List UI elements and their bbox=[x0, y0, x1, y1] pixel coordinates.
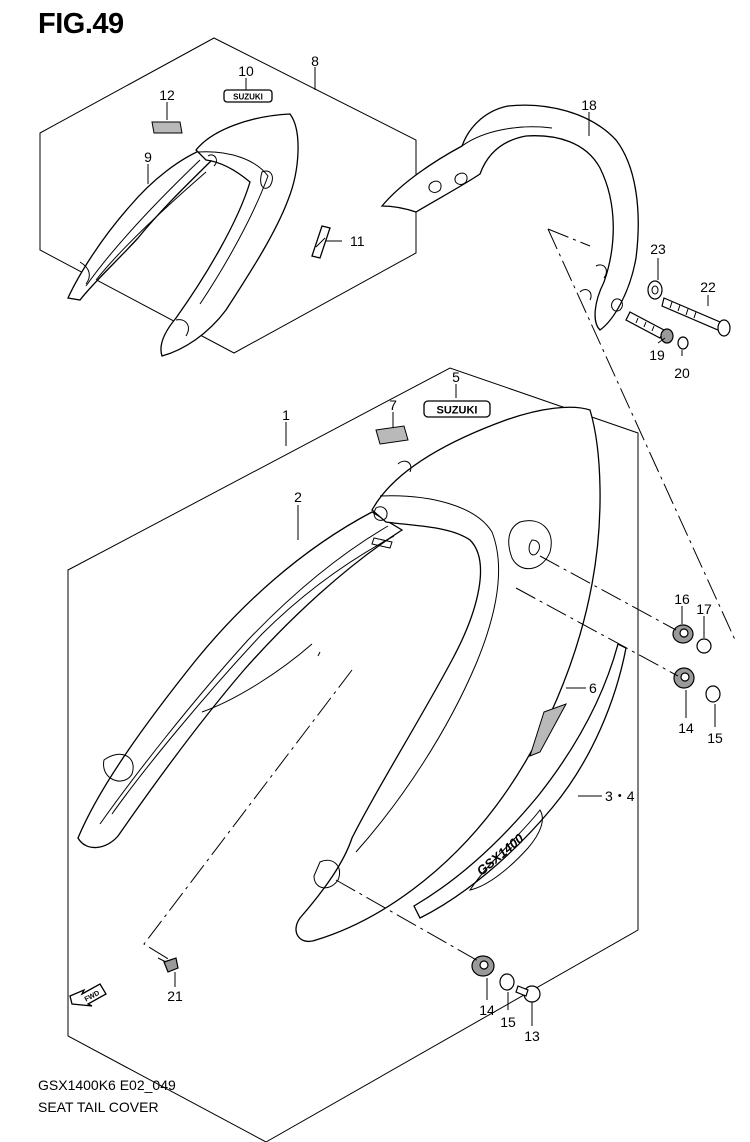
callout-1: 1 bbox=[282, 407, 290, 423]
callout-17: 17 bbox=[696, 601, 712, 617]
part-11-clip[interactable] bbox=[311, 225, 331, 259]
part-17-collar[interactable] bbox=[696, 638, 712, 654]
part-21-nut[interactable] bbox=[677, 336, 689, 350]
part-9-frame-upper[interactable] bbox=[67, 147, 217, 301]
part-2-frame-lower[interactable] bbox=[77, 511, 404, 849]
callout-16: 16 bbox=[674, 591, 690, 607]
callout-18: 21 bbox=[167, 988, 183, 1004]
part-12-sticker-upper[interactable] bbox=[151, 121, 183, 134]
callout-9: 9 bbox=[144, 149, 152, 165]
callout-13: 13 bbox=[524, 1028, 540, 1044]
callout-14-upper: 14 bbox=[678, 720, 694, 736]
callout-7: 7 bbox=[389, 397, 397, 413]
part-14-grommet-upper[interactable] bbox=[673, 667, 695, 689]
part-14-grommet-lower[interactable] bbox=[471, 955, 495, 977]
callout-22: 22 bbox=[700, 279, 716, 295]
part-7-sticker[interactable] bbox=[375, 425, 409, 445]
callout-10: 10 bbox=[238, 63, 254, 79]
part-15-collar-lower[interactable] bbox=[499, 973, 515, 991]
part-1-tail-cover[interactable] bbox=[295, 406, 601, 943]
callout-3-4: 3・4 bbox=[605, 788, 635, 804]
part-23-washer[interactable] bbox=[647, 280, 663, 300]
callout-20: 19 bbox=[649, 347, 665, 363]
figure-title: FIG.49 bbox=[38, 8, 124, 40]
part-5-suzuki-emblem[interactable]: SUZUKI bbox=[423, 400, 491, 418]
callout-15-upper: 15 bbox=[707, 730, 723, 746]
main-frame bbox=[67, 367, 639, 1142]
part-13-bolt[interactable] bbox=[515, 985, 541, 1003]
part-8-tail-cover-upper[interactable] bbox=[160, 113, 299, 357]
part-20-bolt-short[interactable] bbox=[625, 311, 674, 344]
callout-12: 12 bbox=[159, 87, 175, 103]
callout-8: 8 bbox=[311, 53, 319, 69]
part-15-collar-upper[interactable] bbox=[705, 685, 721, 703]
callout-labels: 8 10 12 9 11 18 23 22 19 20 1 7 5 2 6 3・… bbox=[144, 53, 723, 1044]
inset-frame bbox=[39, 37, 417, 354]
emblem-text-small: SUZUKI bbox=[233, 93, 263, 102]
forward-arrow: FWD bbox=[69, 983, 107, 1007]
emblem-text-large: SUZUKI bbox=[437, 405, 478, 417]
callout-19: 18 bbox=[581, 97, 597, 113]
part-22-bolt-long[interactable] bbox=[661, 297, 731, 337]
callout-23: 23 bbox=[650, 241, 666, 257]
figure-name: SEAT TAIL COVER bbox=[38, 1099, 159, 1115]
callout-21: 20 bbox=[674, 365, 690, 381]
callout-6: 6 bbox=[589, 680, 597, 696]
part-16-grommet[interactable] bbox=[672, 624, 694, 644]
callout-2: 2 bbox=[294, 489, 302, 505]
callout-15-lower: 15 bbox=[500, 1014, 516, 1030]
part-10-suzuki-emblem-small[interactable]: SUZUKI bbox=[223, 89, 273, 103]
callout-11: 11 bbox=[350, 233, 365, 249]
centre-lines bbox=[143, 228, 737, 963]
part-19-grab-rail[interactable] bbox=[380, 104, 639, 331]
part-18-clip[interactable] bbox=[157, 957, 179, 973]
leader-lines bbox=[147, 67, 716, 1026]
part-6-sticker[interactable] bbox=[529, 703, 568, 757]
callout-5: 5 bbox=[452, 369, 460, 385]
figure-model-code: GSX1400K6 E02_049 bbox=[38, 1077, 176, 1093]
callout-14-lower: 14 bbox=[479, 1002, 495, 1018]
